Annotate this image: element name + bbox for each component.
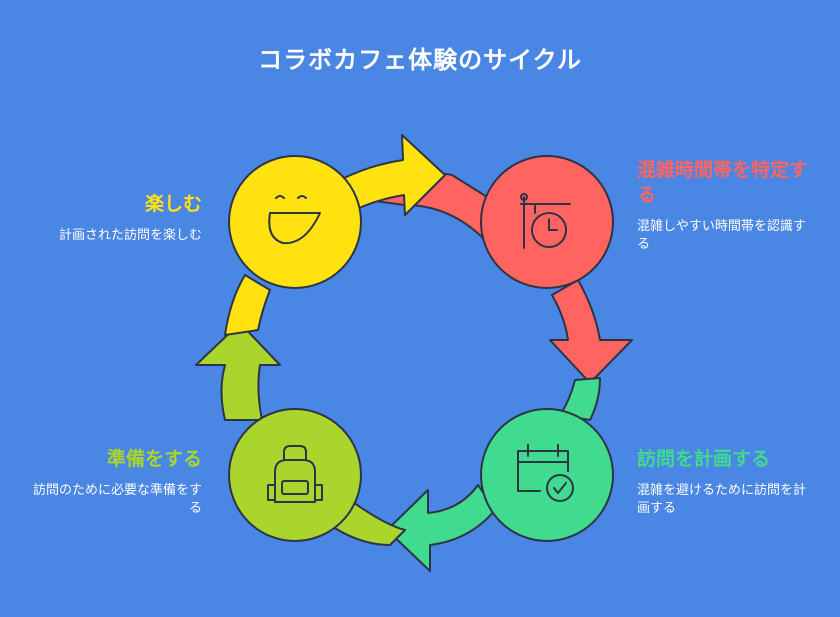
step-plan-node	[480, 408, 614, 542]
arrow-green-right	[559, 377, 601, 421]
backpack-icon	[267, 445, 323, 503]
step-enjoy-label: 楽しむ 計画された訪問を楽しむ	[30, 192, 202, 245]
step-prepare-heading: 準備をする	[106, 448, 202, 470]
step-prepare-description: 訪問のために必要な準備をする	[32, 483, 202, 516]
step-enjoy-description: 計画された訪問を楽しむ	[58, 228, 202, 243]
clock-signpost-icon	[520, 193, 571, 249]
step-prepare-node	[228, 408, 362, 542]
step-identify-description: 混雑しやすい時間帯を認識する	[637, 219, 806, 252]
step-enjoy-node	[228, 155, 362, 289]
smiling-face-icon	[268, 195, 321, 245]
step-enjoy-heading: 楽しむ	[144, 193, 202, 215]
arrow-prepare-to-enjoy	[195, 322, 281, 421]
arrow-yellow-top	[339, 134, 446, 216]
calendar-check-icon	[517, 444, 574, 502]
arrow-identify-to-plan	[549, 279, 633, 384]
step-identify-node	[480, 155, 614, 289]
step-plan-label: 訪問を計画する 混雑を避けるために訪問を計画する	[637, 447, 812, 518]
step-identify-label: 混雑時間帯を特定する 混雑しやすい時間帯を認識する	[637, 158, 812, 254]
diagram-title: コラボカフェ体験のサイクル	[258, 46, 582, 74]
step-identify-heading: 混雑時間帯を特定する	[637, 159, 809, 206]
arrow-yellow-left	[224, 274, 271, 336]
step-plan-description: 混雑を避けるために訪問を計画する	[637, 483, 807, 516]
step-plan-heading: 訪問を計画する	[637, 448, 771, 470]
step-prepare-label: 準備をする 訪問のために必要な準備をする	[30, 447, 202, 518]
arrow-plan-to-prepare	[386, 484, 496, 572]
